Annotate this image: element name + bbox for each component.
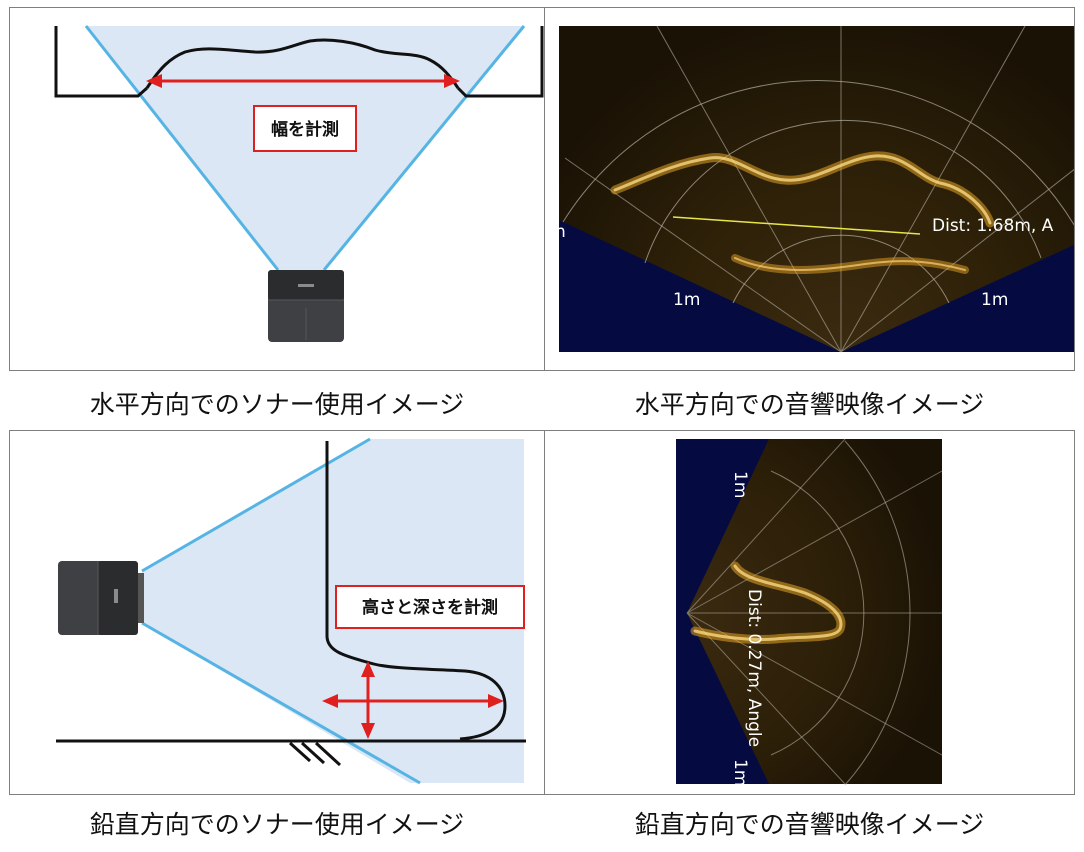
vertical-sonar-image: 1m Dist: 0.27m, Angle 1m	[545, 431, 1075, 795]
caption-vertical-sonar: 鉛直方向での音響映像イメージ	[544, 805, 1075, 841]
horizontal-sonar-image: Dist: 1.68m, A n 1m 1m	[545, 8, 1075, 371]
measure-label: 幅を計測	[271, 119, 339, 140]
measure-readout: Dist: 1.68m, A	[932, 216, 1054, 236]
ground-hatch	[290, 743, 340, 765]
sonar-device	[268, 270, 344, 342]
caption-vertical-usage: 鉛直方向でのソナー使用イメージ	[9, 805, 545, 841]
range-label-bottom: 1m	[730, 759, 750, 786]
caption-horizontal-sonar: 水平方向での音響映像イメージ	[544, 385, 1075, 421]
sonar-device	[58, 561, 144, 635]
horizontal-sonar-panel: Dist: 1.68m, A n 1m 1m	[544, 7, 1075, 371]
measure-readout: Dist: 0.27m, Angle	[744, 589, 764, 747]
edge-mark: n	[555, 222, 566, 242]
vertical-usage-panel: 高さと深さを計測	[9, 430, 545, 795]
vertical-sonar-panel: 1m Dist: 0.27m, Angle 1m	[544, 430, 1075, 795]
horizontal-usage-panel: 幅を計測	[9, 7, 545, 371]
measure-label: 高さと深さを計測	[362, 597, 498, 618]
vertical-usage-diagram: 高さと深さを計測	[10, 431, 545, 795]
range-label-top: 1m	[730, 471, 750, 498]
horizontal-usage-diagram: 幅を計測	[10, 8, 545, 371]
range-label-right: 1m	[981, 290, 1008, 310]
caption-horizontal-usage: 水平方向でのソナー使用イメージ	[9, 385, 545, 421]
range-label-left: 1m	[673, 290, 700, 310]
